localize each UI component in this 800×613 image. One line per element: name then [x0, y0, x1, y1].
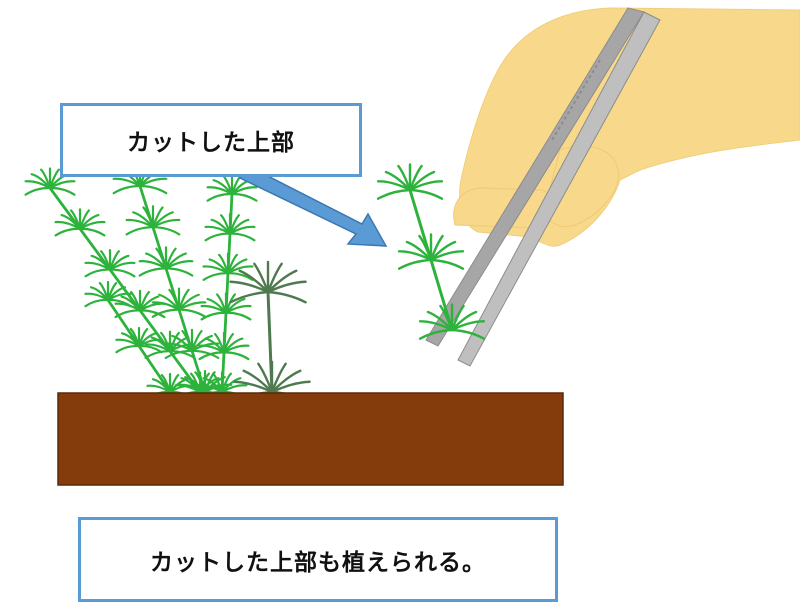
arrow-icon [238, 167, 388, 247]
callout-caption: カットした上部も植えられる。 [78, 517, 558, 602]
cut-plant-icon [376, 163, 486, 340]
tweezers-icon [425, 7, 661, 367]
plant-icon [24, 163, 258, 401]
dark-plant-icon [229, 260, 311, 404]
soil-block [57, 392, 564, 486]
callout-caption-text: カットした上部も植えられる。 [150, 549, 486, 576]
callout-cut-top: カットした上部 [60, 103, 362, 177]
callout-cut-top-text: カットした上部 [127, 130, 295, 156]
